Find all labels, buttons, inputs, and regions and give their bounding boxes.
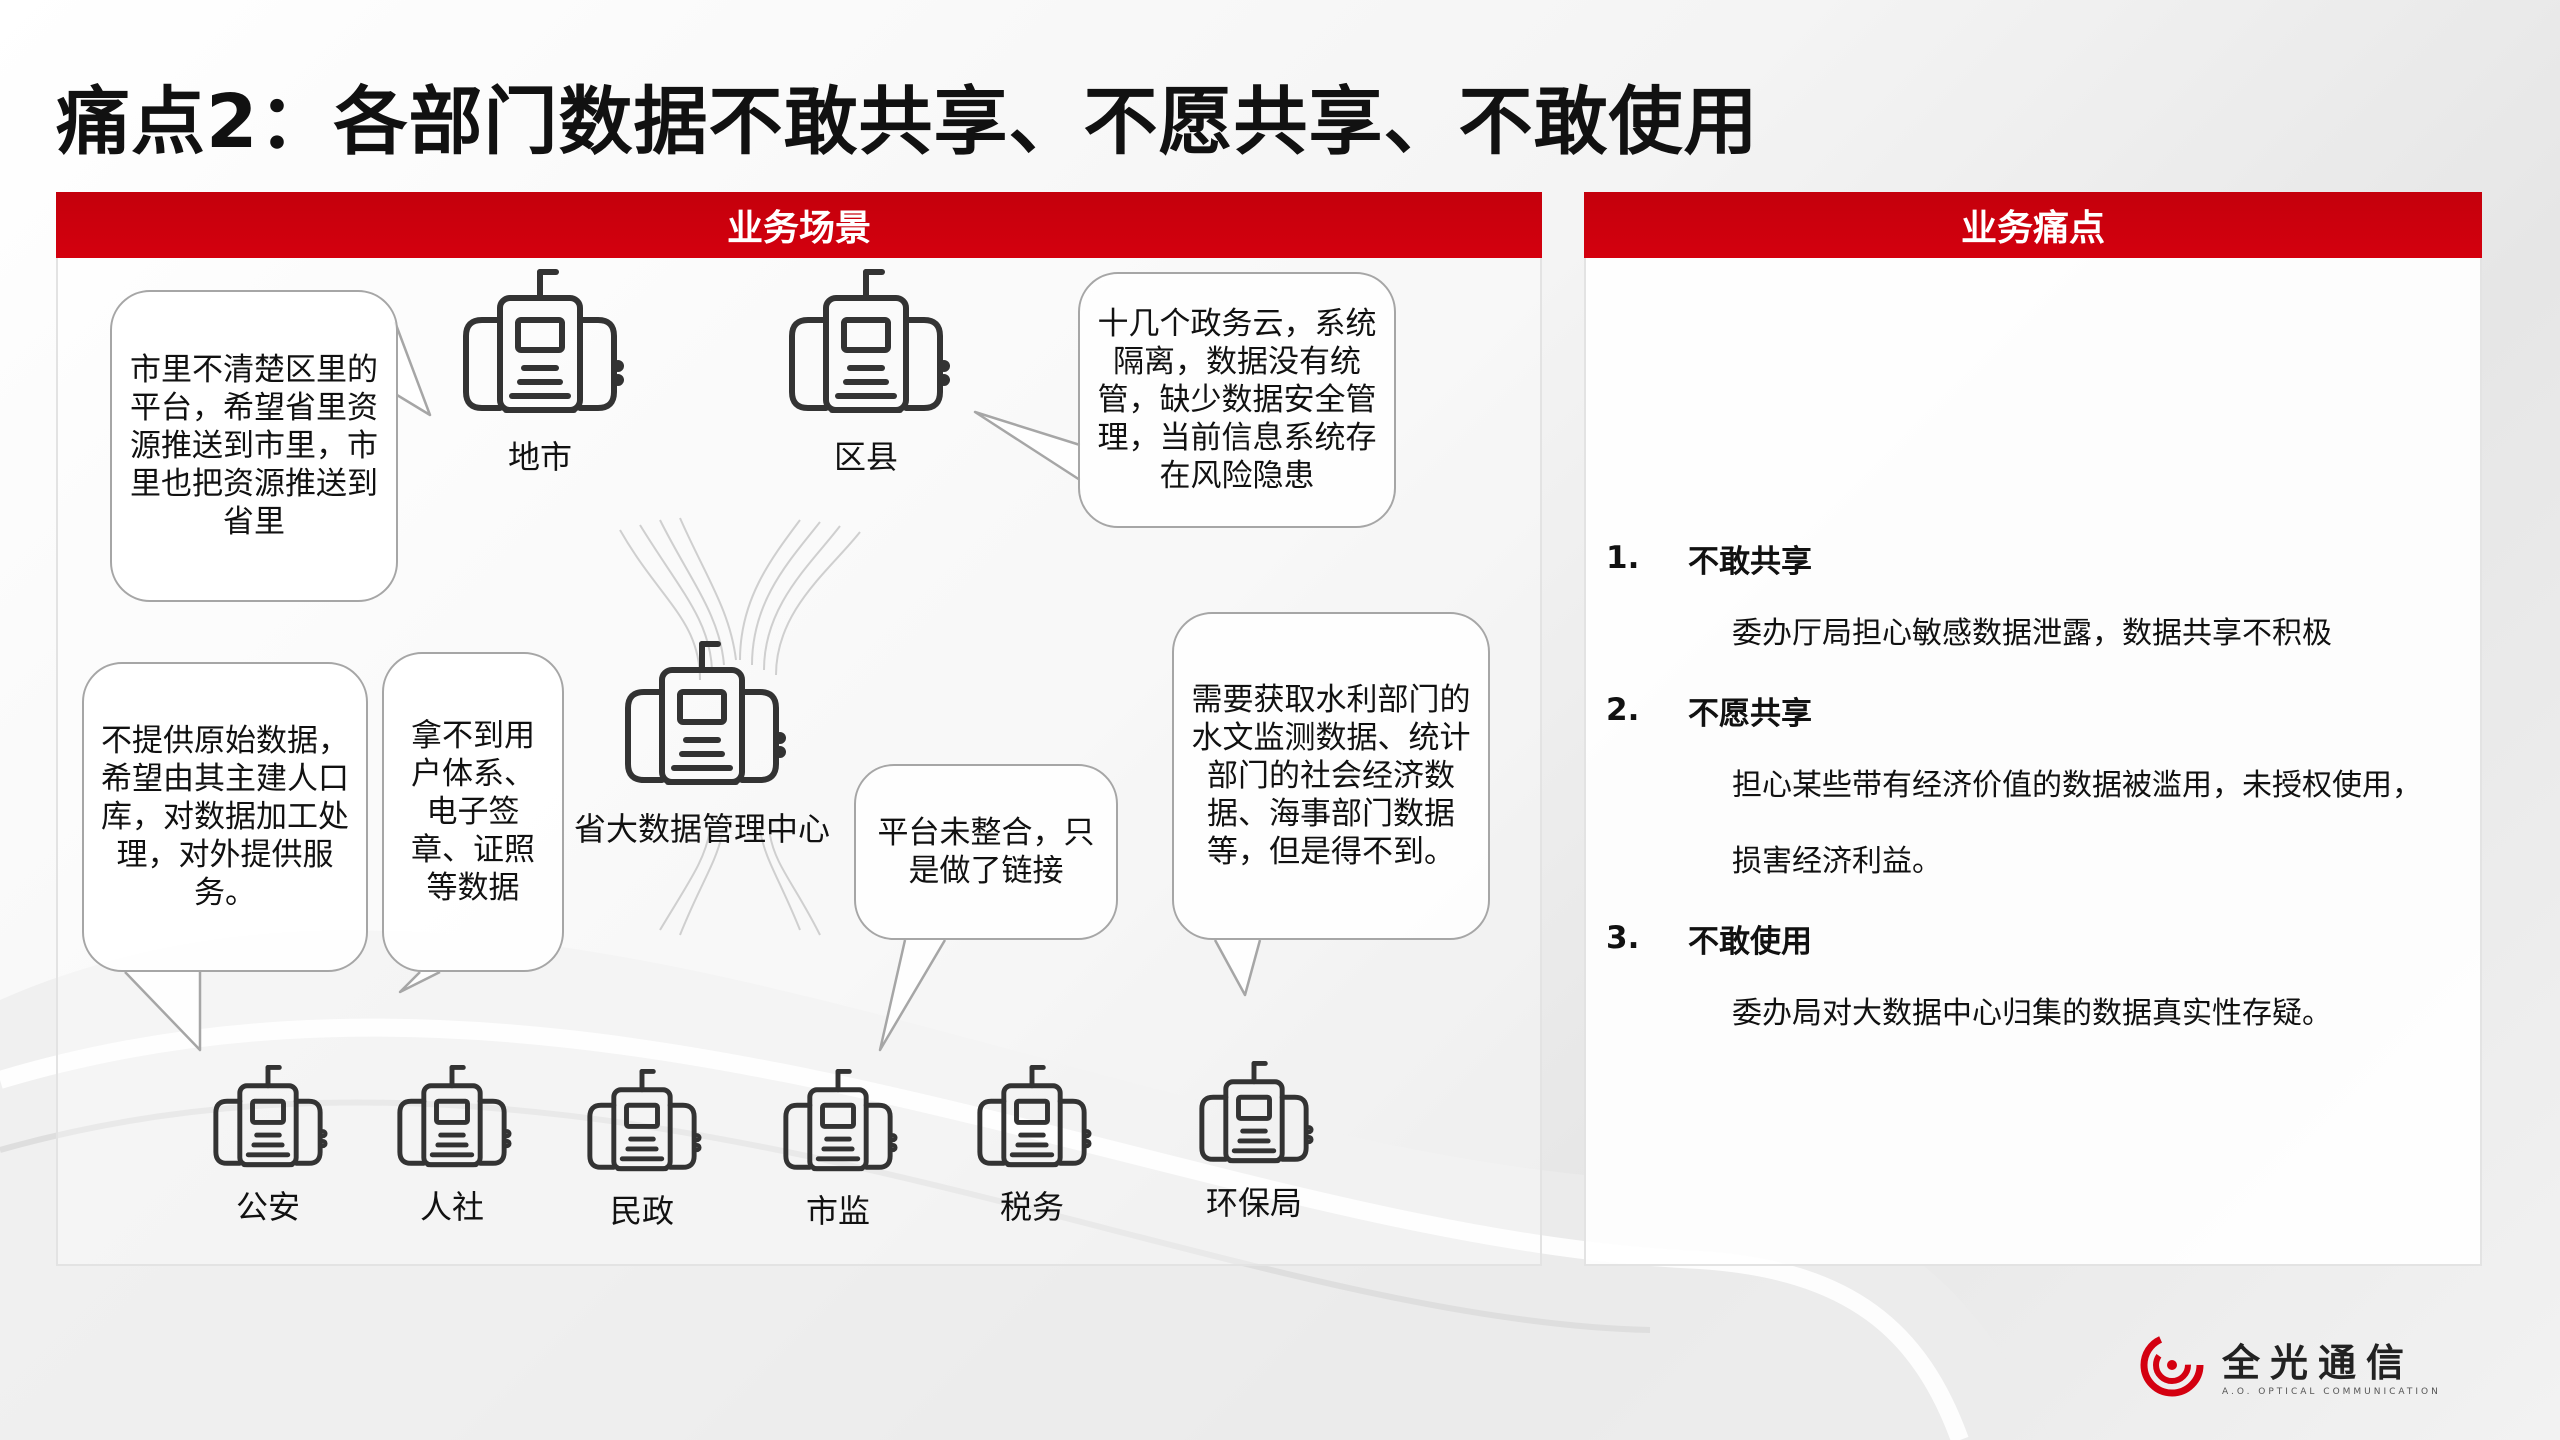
speech-bubble-user-system: 拿不到用户体系、电子签章、证照等数据 [382,652,564,972]
speech-bubble-city: 市里不清楚区里的平台，希望省里资源推送到市里，市里也把资源推送到省里 [110,290,398,602]
server-label: 省大数据管理中心 [573,810,830,848]
pain-point-description: 损害经济利益。 [1732,844,1942,879]
server-label: 市监 [805,1192,870,1230]
pain-point-title: 不愿共享 [1688,695,1812,732]
logo-name: 全光通信 [2222,1341,2415,1385]
server-icon [463,269,624,413]
page-title: 痛点2：各部门数据不敢共享、不愿共享、不敢使用 [56,79,1759,165]
pain-point-description: 担心某些带有经济价值的数据被滥用，未授权使用， [1732,768,2422,803]
server-icon [977,1064,1092,1168]
server-market-supervision: 市监 [776,1068,900,1232]
pain-point-description: 委办厅局担心敏感数据泄露，数据共享不积极 [1732,616,2332,651]
server-label: 人社 [419,1188,484,1226]
server-tax: 税务 [970,1064,1094,1228]
pain-point-number: 2. [1606,692,1640,728]
server-icon [789,269,950,413]
server-icon [1199,1060,1314,1164]
server-environment: 环保局 [1192,1060,1316,1224]
pain-point-number: 3. [1606,920,1640,956]
server-icon [397,1064,512,1168]
pain-point-item: 2. 不愿共享 担心某些带有经济价值的数据被滥用，未授权使用， 损害经济利益。 [1604,672,2464,900]
company-logo: 全光通信 A.O. OPTICAL COMMUNICATION [2140,1332,2441,1397]
speech-bubble-gov-cloud: 十几个政务云，系统隔离，数据没有统管，缺少数据安全管理，当前信息系统存在风险隐患 [1078,272,1396,528]
server-civil-affairs: 民政 [580,1068,704,1232]
server-icon [625,641,786,785]
server-icon [587,1068,702,1172]
server-label: 公安 [235,1188,300,1226]
server-district: 区县 [778,268,954,478]
server-label: 民政 [609,1192,674,1230]
server-icon [783,1068,898,1172]
pain-point-number: 1. [1606,540,1640,576]
business-scenario-header: 业务场景 [56,192,1542,258]
pain-point-item: 1. 不敢共享 委办厅局担心敏感数据泄露，数据共享不积极 [1604,520,2464,672]
server-city: 地市 [452,268,628,478]
pain-point-description: 委办局对大数据中心归集的数据真实性存疑。 [1732,996,2332,1031]
pain-point-title: 不敢共享 [1688,543,1812,580]
business-pain-panel: 业务痛点 [1584,192,2482,1266]
server-social-security: 人社 [390,1064,514,1228]
server-label: 地市 [507,438,572,476]
speech-bubble-departments: 需要获取水利部门的水文监测数据、统计部门的社会经济数据、海事部门数据等，但是得不… [1172,612,1490,940]
speech-bubble-platform: 平台未整合，只是做了链接 [854,764,1118,940]
logo-subtitle: A.O. OPTICAL COMMUNICATION [2222,1387,2441,1397]
server-center: 省大数据管理中心 [562,640,842,850]
pain-point-title: 不敢使用 [1688,923,1812,960]
pain-point-item: 3. 不敢使用 委办局对大数据中心归集的数据真实性存疑。 [1604,900,2464,1052]
business-pain-header: 业务痛点 [1584,192,2482,258]
logo-swirl-icon [2140,1333,2204,1396]
server-public-security: 公安 [206,1064,330,1228]
pain-point-list: 1. 不敢共享 委办厅局担心敏感数据泄露，数据共享不积极 2. 不愿共享 担心某… [1604,520,2464,1052]
server-label: 税务 [999,1188,1064,1226]
server-label: 区县 [833,438,898,476]
server-label: 环保局 [1205,1184,1302,1222]
server-icon [213,1064,328,1168]
speech-bubble-raw-data: 不提供原始数据，希望由其主建人口库，对数据加工处理，对外提供服务。 [82,662,368,972]
